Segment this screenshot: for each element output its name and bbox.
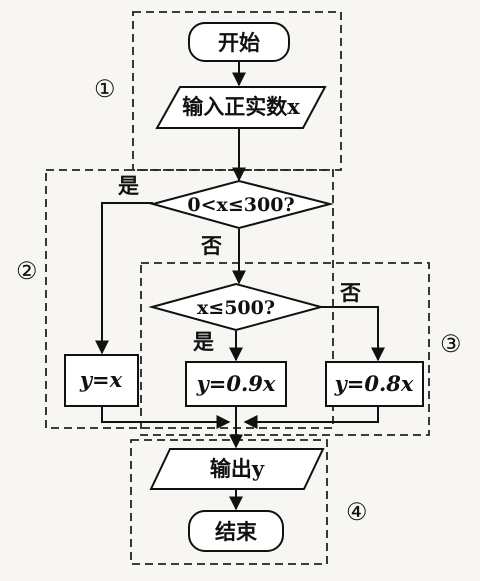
decision-2-diamond — [148, 282, 325, 332]
end-terminal — [188, 510, 284, 552]
region-4-marker: ④ — [346, 498, 368, 526]
region-1-marker: ① — [94, 75, 116, 103]
edge-decision1-yes — [95, 202, 153, 355]
region-3-marker: ③ — [440, 330, 462, 358]
edge-decision2-no — [321, 306, 385, 362]
region-2-marker: ② — [16, 257, 38, 285]
input-label: 输入正实数x — [182, 94, 300, 119]
assign-3-box — [325, 361, 424, 407]
end-label: 结束 — [215, 519, 258, 544]
region-3-box — [140, 262, 430, 436]
assign-2-box — [185, 361, 287, 407]
decision-1-diamond — [149, 179, 334, 230]
region-2-box — [45, 169, 334, 429]
assign-2-label: y=0.9x — [196, 371, 276, 396]
start-terminal — [188, 22, 290, 62]
output-parallelogram — [149, 448, 325, 490]
output-label: 输出y — [210, 456, 265, 481]
decision-1-label: 0<x≤300? — [187, 194, 294, 216]
assign-1-box — [64, 354, 139, 407]
assign-1-label: y=x — [79, 367, 123, 392]
decision-1-yes-label: 是 — [118, 173, 139, 198]
decision-2-label: x≤500? — [197, 297, 275, 319]
decision-2-no-label: 否 — [340, 280, 361, 305]
decision-2-yes-label: 是 — [193, 329, 214, 354]
edge-assign3-merge — [243, 407, 379, 429]
assign-3-label: y=0.8x — [334, 371, 414, 396]
input-parallelogram — [155, 86, 327, 129]
start-label: 开始 — [218, 30, 260, 55]
edge-assign1-merge — [101, 407, 231, 429]
decision-1-no-label: 否 — [201, 233, 222, 258]
